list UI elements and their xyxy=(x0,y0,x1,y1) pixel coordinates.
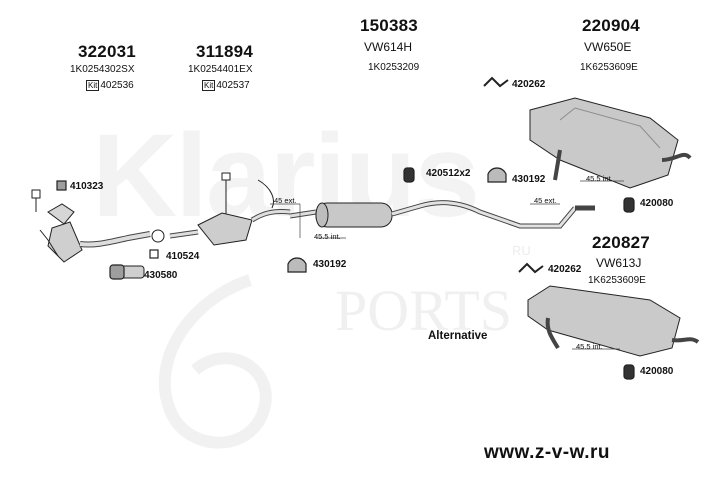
kit-icon: Kit xyxy=(86,80,100,91)
part-number-220827: 220827 xyxy=(592,233,650,252)
footer-url: www.z-v-w.ru xyxy=(484,442,610,463)
part-label-430580: 430580 xyxy=(144,270,178,281)
measurement-label: 45 ext. xyxy=(534,196,557,205)
oe-code: 1K0254302SX xyxy=(70,64,135,75)
alternative-label: Alternative xyxy=(428,330,488,342)
front-pipe xyxy=(31,189,165,279)
centre-silencer xyxy=(289,200,595,229)
watermark-six xyxy=(158,274,272,449)
part-label-420262: 420262 xyxy=(548,264,582,275)
oe-code: 1K6253609E xyxy=(588,275,646,286)
kit-value: 402536 xyxy=(100,80,134,91)
watermark-brand: Klarius xyxy=(92,110,478,242)
oe-code: 1K6253609E xyxy=(580,62,638,73)
watermark: Klarius PORTS RU xyxy=(92,110,531,449)
hanger-icons xyxy=(56,76,635,380)
watermark-ports: PORTS xyxy=(335,278,512,343)
measurement-label: 45.5 int. xyxy=(586,174,613,183)
part-label-420080: 420080 xyxy=(640,366,674,377)
model-code: VW650E xyxy=(584,40,632,54)
part-label-420262: 420262 xyxy=(512,79,546,90)
part-label-410524: 410524 xyxy=(166,251,200,262)
part-number-322031: 322031 xyxy=(78,42,136,61)
oe-code: 1K0254401EX xyxy=(188,64,253,75)
part-label-410323: 410323 xyxy=(70,181,104,192)
measurement-label: 45 ext. xyxy=(274,196,297,205)
part-label-430192: 430192 xyxy=(313,259,347,270)
leader-lines xyxy=(270,180,624,350)
model-code: VW613J xyxy=(596,256,642,270)
oe-code: 1K0253209 xyxy=(368,62,420,73)
rear-silencer-top xyxy=(529,97,692,189)
measurement-label: 45.5 int. xyxy=(314,232,341,241)
part-number-220904: 220904 xyxy=(582,16,640,35)
measurement-label: 45.5 int. xyxy=(576,342,603,351)
rear-silencer-alternative xyxy=(527,285,700,357)
part-number-311894: 311894 xyxy=(196,42,253,61)
part-label-430192: 430192 xyxy=(512,174,546,185)
model-code: VW614H xyxy=(364,40,413,54)
part-number-150383: 150383 xyxy=(360,16,418,35)
catalyst xyxy=(169,172,291,246)
part-label-420512x2: 420512x2 xyxy=(426,168,471,179)
watermark-ru: RU xyxy=(512,243,531,258)
part-label-420080: 420080 xyxy=(640,198,674,209)
kit-icon: Kit xyxy=(202,80,216,91)
kit-value: 402537 xyxy=(216,80,250,91)
